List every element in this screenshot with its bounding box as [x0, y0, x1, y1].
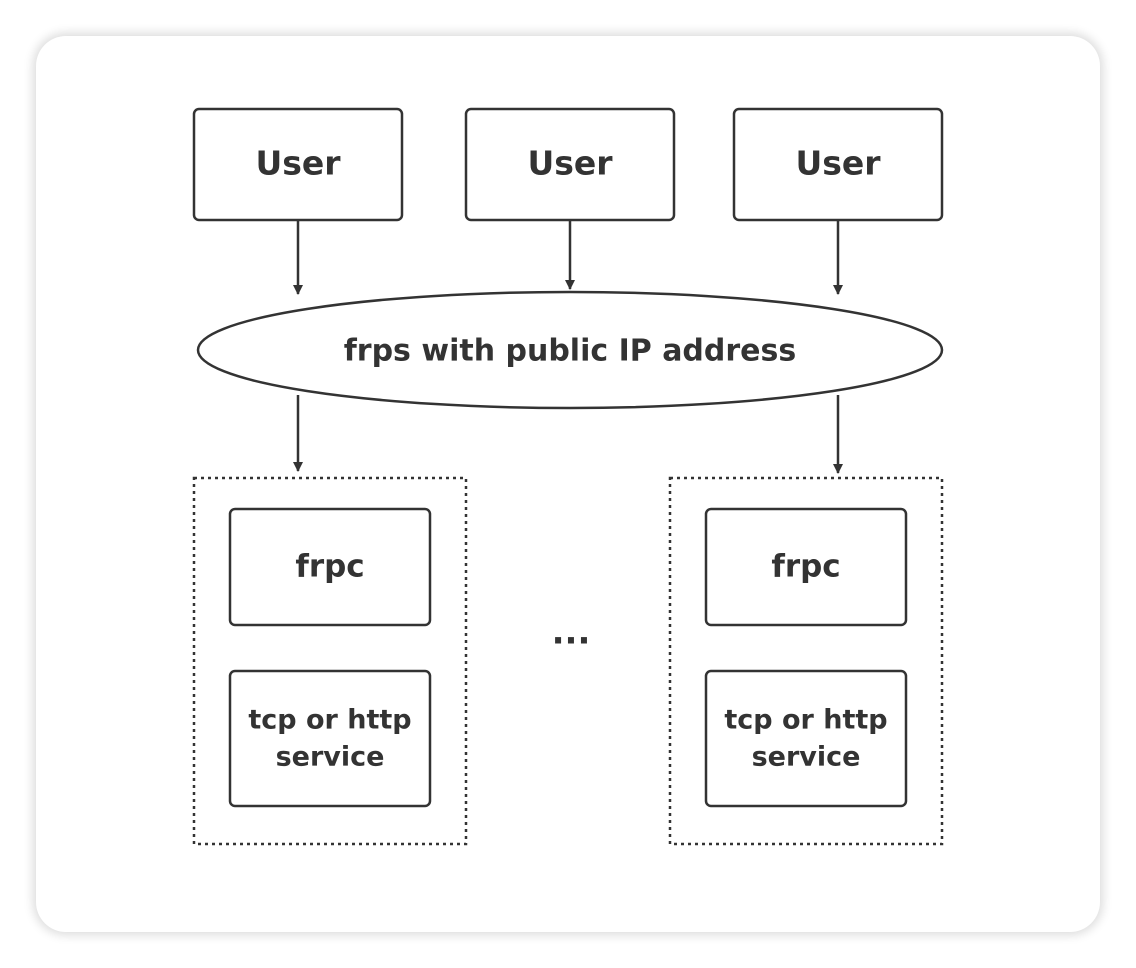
user-node-2: User — [464, 107, 676, 222]
service-label-line2: service — [276, 742, 385, 773]
user-label: User — [255, 144, 341, 183]
frpc-node: frpc — [228, 507, 432, 627]
client-group-boundary — [192, 476, 468, 846]
frpc-label: frpc — [771, 549, 840, 585]
user-label: User — [795, 144, 881, 183]
user-node-1: User — [192, 107, 404, 222]
service-label-line2: service — [752, 742, 861, 773]
frps-server-label: frps with public IP address — [344, 334, 797, 369]
client-group-2: frpc tcp or http service — [668, 476, 944, 846]
service-node: tcp or http service — [704, 669, 908, 808]
user-node-3: User — [732, 107, 944, 222]
client-group-boundary — [668, 476, 944, 846]
frps-server-node: frps with public IP address — [196, 290, 944, 410]
service-label-line1: tcp or http — [248, 705, 411, 736]
frpc-label: frpc — [295, 549, 364, 585]
more-clients-ellipsis: ... — [552, 613, 591, 653]
frpc-node: frpc — [704, 507, 908, 627]
service-label-line1: tcp or http — [724, 705, 887, 736]
service-node: tcp or http service — [228, 669, 432, 808]
client-group-1: frpc tcp or http service — [192, 476, 468, 846]
user-label: User — [527, 144, 613, 183]
